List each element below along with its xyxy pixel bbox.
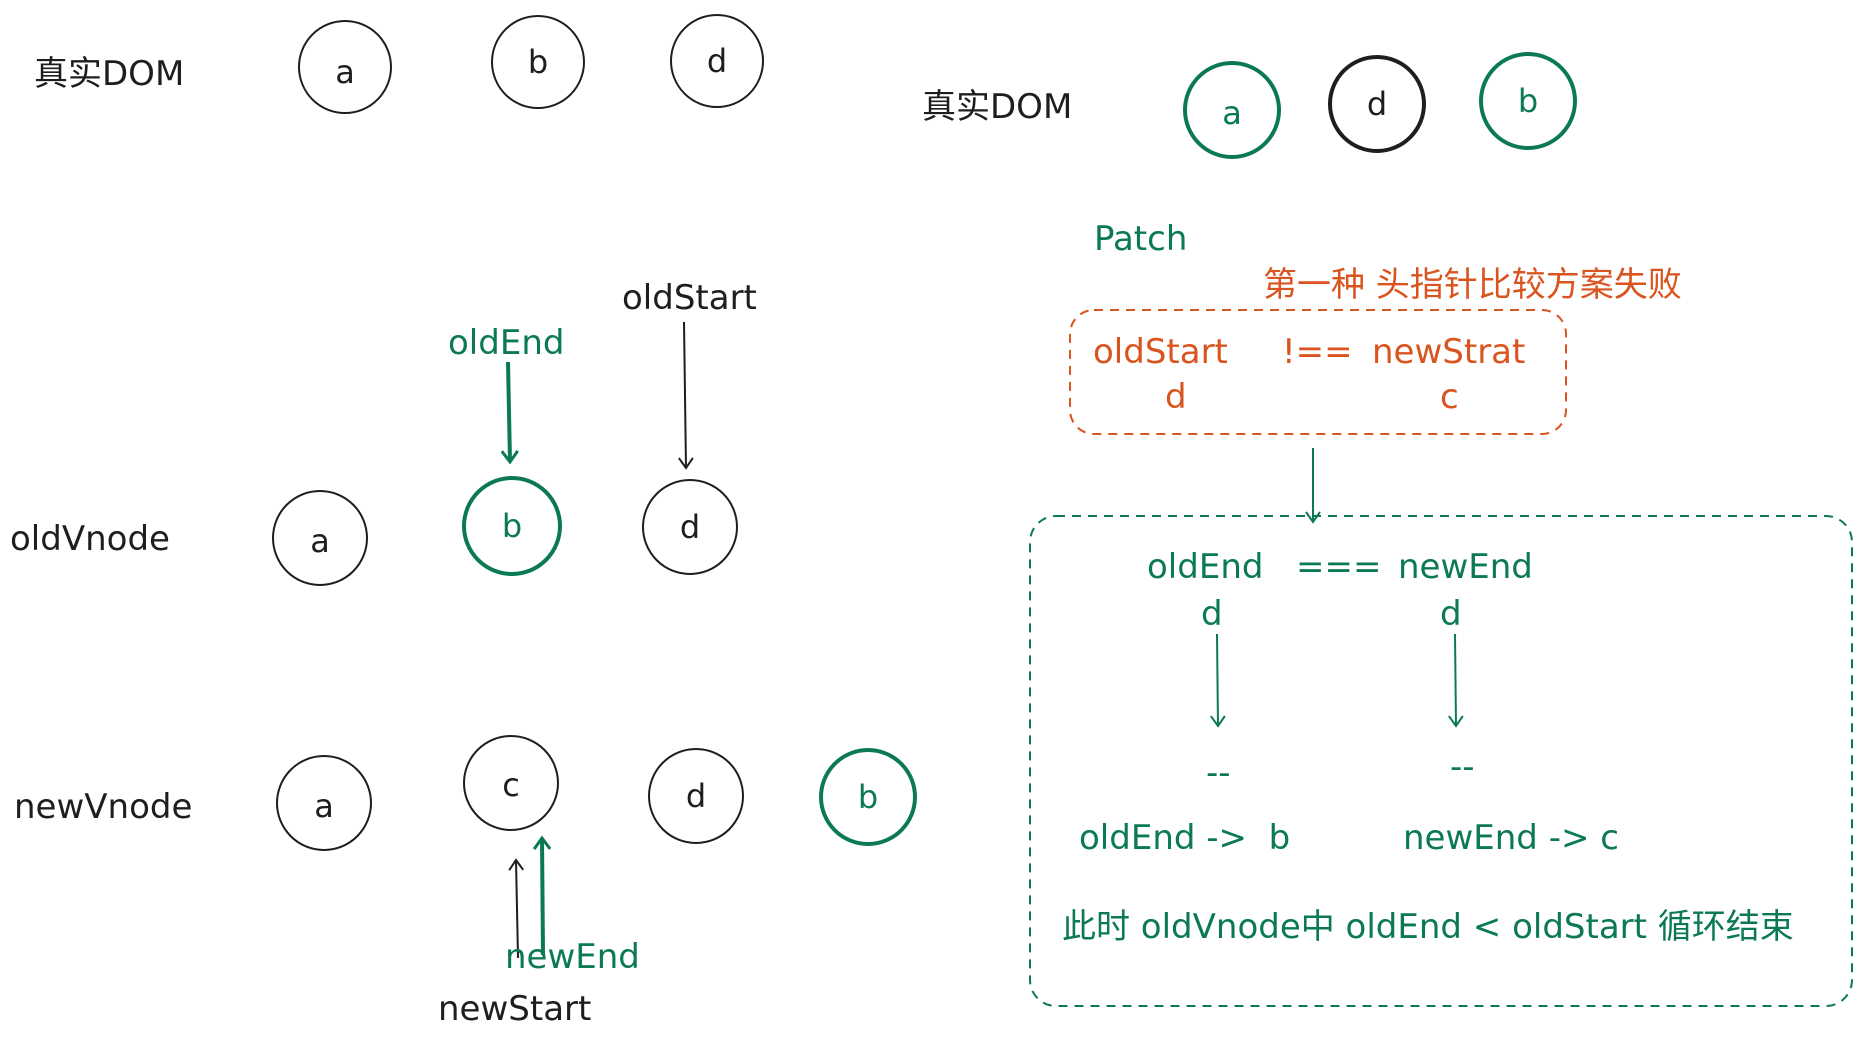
real-dom-node-a: a [298,20,392,114]
new-vnode-label: newVnode [14,787,192,827]
old-end-result: oldEnd -> b [1079,818,1290,858]
fail-title: 第一种 头指针比较方案失败 [1263,265,1682,305]
node-label: a [314,787,334,825]
patched-dom-node-b: b [1479,52,1577,150]
old-start-pointer-label: oldStart [622,278,757,318]
new-vnode-node-c: c [463,735,559,831]
old-end-decrement: -- [1206,753,1231,793]
new-end-result: newEnd -> c [1403,818,1619,858]
head-compare-right-value: c [1440,377,1459,417]
old-end-arrow [508,361,510,462]
head-compare-box [1069,309,1567,435]
new-start-arrow [508,858,525,959]
new-vnode-node-d: d [648,748,744,844]
old-end-decrement-arrow [1210,633,1226,728]
head-compare-right-name: newStrat [1372,332,1525,372]
node-label: c [502,766,520,804]
real-dom-label: 真实DOM [34,54,184,94]
node-label: d [686,777,706,815]
new-end-arrow [542,838,543,956]
new-end-decrement-arrow [1448,633,1464,728]
new-vnode-node-b: b [819,748,917,846]
tail-compare-right-value: d [1440,594,1462,634]
node-label: b [528,43,548,81]
head-compare-left-name: oldStart [1093,332,1228,372]
real-dom-node-b: b [491,15,585,109]
old-end-pointer-label: oldEnd [448,323,564,363]
node-label: d [680,508,700,546]
new-end-pointer-label: newEnd [505,937,640,977]
old-vnode-node-b: b [462,476,562,576]
node-label: b [1518,82,1538,120]
node-label: b [858,778,878,816]
old-vnode-label: oldVnode [10,519,170,559]
head-compare-left-value: d [1165,377,1187,417]
tail-compare-left-value: d [1201,594,1223,634]
new-end-decrement: -- [1450,747,1475,787]
old-vnode-node-d: d [642,479,738,575]
patch-label: Patch [1094,219,1187,259]
node-label: b [502,507,522,545]
tail-compare-left-name: oldEnd [1147,547,1263,587]
real-dom-node-d: d [670,14,764,108]
tail-compare-right-name: newEnd [1398,547,1533,587]
patched-real-dom-label: 真实DOM [922,87,1072,127]
node-label: d [707,42,727,80]
node-label: a [310,522,330,560]
old-vnode-node-a: a [272,490,368,586]
loop-end-conclusion: 此时 oldVnode中 oldEnd < oldStart 循环结束 [1062,907,1794,947]
patched-dom-node-a: a [1183,61,1281,159]
node-label: a [1222,94,1242,132]
tail-compare-operator: === [1296,547,1381,587]
tail-compare-box [1029,515,1853,1007]
head-compare-operator: !== [1282,332,1353,372]
old-start-arrow [678,321,694,470]
patched-dom-node-d: d [1328,55,1426,153]
new-start-pointer-label: newStart [438,989,591,1029]
node-label: a [335,53,355,91]
new-vnode-node-a: a [276,755,372,851]
node-label: d [1367,85,1387,123]
